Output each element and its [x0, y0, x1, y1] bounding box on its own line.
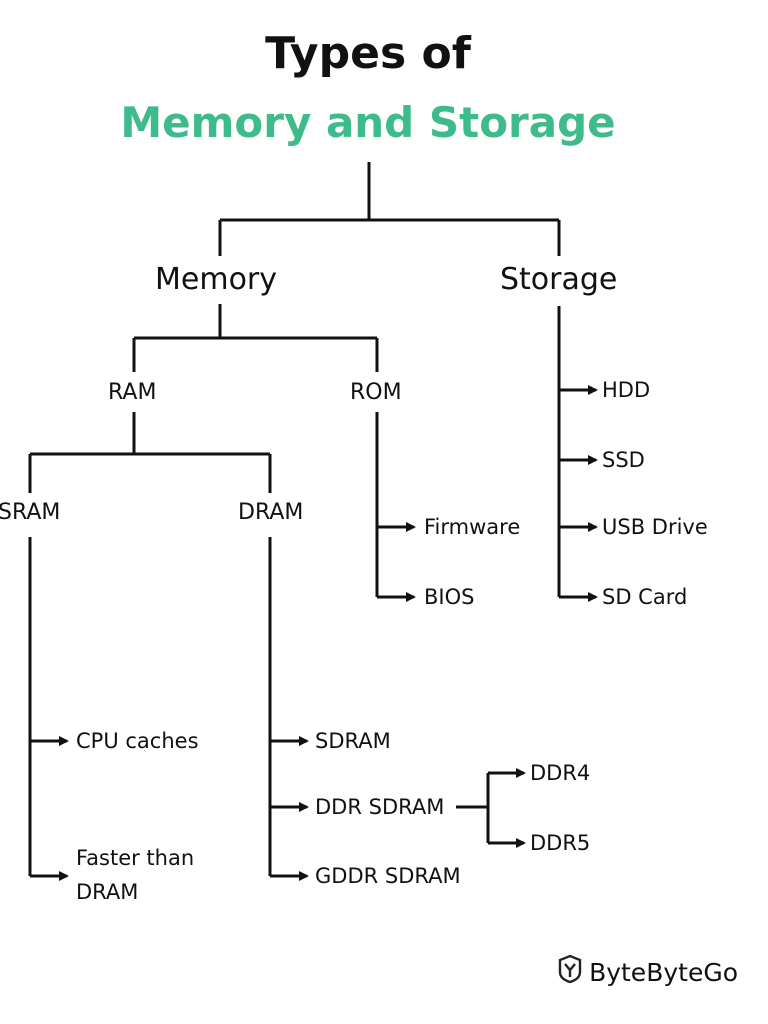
leaf-gddr-sdram: GDDR SDRAM [315, 864, 461, 888]
node-storage: Storage [500, 262, 618, 297]
leaf-ssd: SSD [602, 448, 645, 472]
title-line-2: Memory and Storage [120, 98, 616, 147]
branding: ByteByteGo [557, 954, 738, 990]
leaf-usb-drive: USB Drive [602, 515, 708, 539]
node-rom: ROM [350, 380, 402, 405]
node-sram: SRAM [0, 500, 61, 525]
leaf-firmware: Firmware [424, 515, 521, 539]
title-line-1: Types of [265, 28, 471, 79]
leaf-cpu-caches: CPU caches [76, 729, 199, 753]
node-ram: RAM [108, 380, 157, 405]
leaf-sdram: SDRAM [315, 729, 391, 753]
leaf-ddr5: DDR5 [530, 831, 591, 855]
leaf-ddr4: DDR4 [530, 761, 591, 785]
bytebytego-logo-icon [557, 954, 583, 990]
brand-name: ByteByteGo [589, 957, 738, 987]
leaf-ddr-sdram: DDR SDRAM [315, 795, 445, 819]
node-dram: DRAM [238, 500, 304, 525]
leaf-faster-than-dram: Faster than DRAM [76, 846, 195, 904]
leaf-bios: BIOS [424, 585, 475, 609]
leaf-sd-card: SD Card [602, 585, 688, 609]
leaf-hdd: HDD [602, 378, 651, 402]
node-memory: Memory [155, 262, 278, 297]
